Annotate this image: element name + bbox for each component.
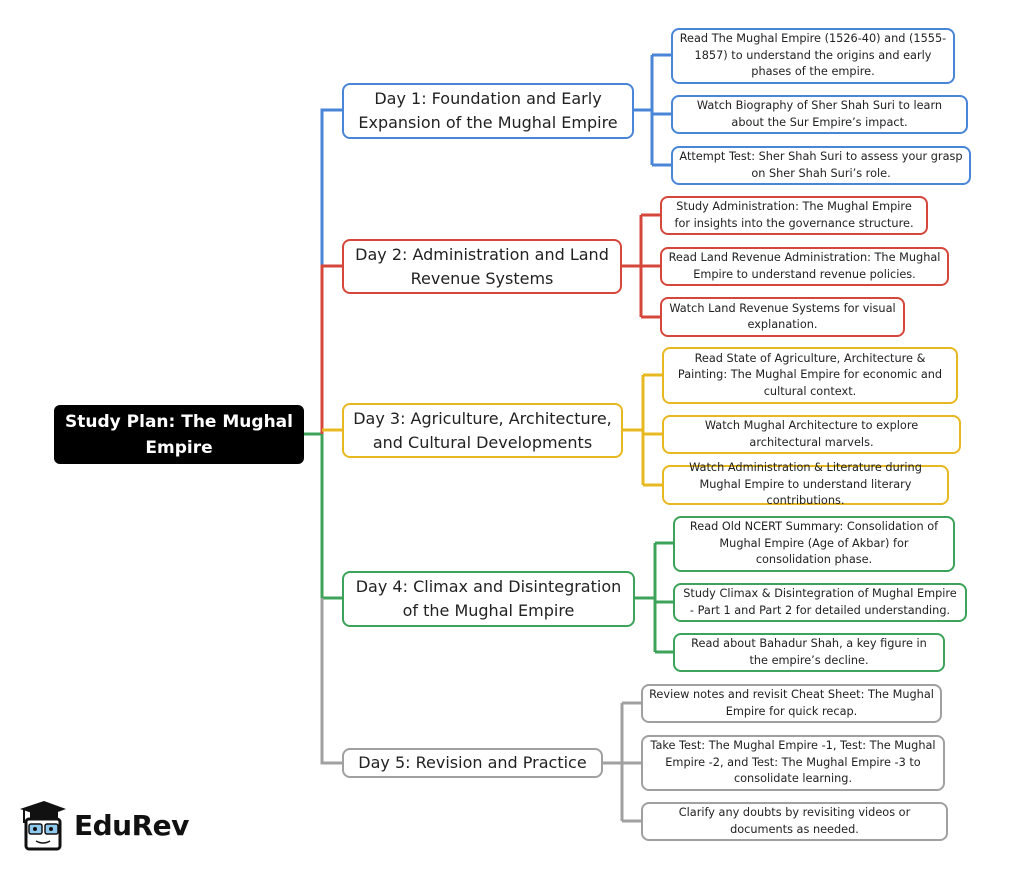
task-text: Clarify any doubts by revisiting videos … [678,806,911,836]
task-text: Review notes and revisit Cheat Sheet: Th… [649,688,934,718]
day1-task-2: Watch Biography of Sher Shah Suri to lea… [671,95,968,134]
task-text: Watch Administration & Literature during… [689,461,922,508]
day1-task-1: Read The Mughal Empire (1526-40) and (15… [671,28,955,84]
connector-day4 [320,434,342,600]
day2-task-3: Watch Land Revenue Systems for visual ex… [660,297,905,337]
day5-node: Day 5: Revision and Practice [342,748,603,778]
connector-day1 [320,108,342,266]
connector-day2 [320,264,342,434]
connector-day1-tasks [633,53,671,167]
connector-day5-tasks [602,701,641,823]
day1-task-3: Attempt Test: Sher Shah Suri to assess y… [671,146,971,185]
task-text: Take Test: The Mughal Empire -1, Test: T… [650,739,936,786]
task-text: Watch Mughal Architecture to explore arc… [704,419,919,449]
graduation-cap-mascot-icon [20,801,66,851]
connector-day5 [320,598,342,765]
day2-node: Day 2: Administration and Land Revenue S… [342,239,622,294]
task-text: Watch Land Revenue Systems for visual ex… [669,301,896,332]
day3-task-1: Read State of Agriculture, Architecture … [662,347,958,404]
day3-title: Day 3: Agriculture, Architecture, and Cu… [353,408,612,452]
connector-day3-tasks [622,373,662,487]
day4-task-1: Read Old NCERT Summary: Consolidation of… [673,516,955,572]
root-node: Study Plan: The Mughal Empire [54,405,304,464]
task-text: Study Climax & Disintegration of Mughal … [683,587,957,617]
task-text: Read about Bahadur Shah, a key figure in… [691,637,927,667]
task-text: Read State of Agriculture, Architecture … [677,351,943,398]
day3-task-3: Watch Administration & Literature during… [662,461,949,507]
day4-task-2: Study Climax & Disintegration of Mughal … [673,583,967,622]
task-text: Study Administration: The Mughal Empire … [674,200,914,230]
day4-title: Day 4: Climax and Disintegration of the … [355,577,622,620]
day2-task-2: Read Land Revenue Administration: The Mu… [660,247,949,286]
day4-node: Day 4: Climax and Disintegration of the … [342,571,635,627]
day2-task-1: Study Administration: The Mughal Empire … [660,196,928,235]
edurev-logo: EduRev [16,795,206,855]
day4-task-3: Read about Bahadur Shah, a key figure in… [673,633,945,672]
day5-task-3: Clarify any doubts by revisiting videos … [641,802,948,841]
day1-title: Day 1: Foundation and Early Expansion of… [358,89,618,132]
logo-text: EduRev [74,808,189,842]
day3-task-2: Watch Mughal Architecture to explore arc… [662,415,961,454]
day3-node: Day 3: Agriculture, Architecture, and Cu… [342,403,623,458]
day5-task-2: Take Test: The Mughal Empire -1, Test: T… [641,735,945,791]
task-text: Read Old NCERT Summary: Consolidation of… [689,520,939,567]
day1-node: Day 1: Foundation and Early Expansion of… [342,83,634,139]
day2-title: Day 2: Administration and Land Revenue S… [355,244,609,288]
day5-task-1: Review notes and revisit Cheat Sheet: Th… [641,684,942,723]
task-text: Attempt Test: Sher Shah Suri to assess y… [679,150,963,180]
day5-title: Day 5: Revision and Practice [358,753,587,772]
task-text: Read The Mughal Empire (1526-40) and (15… [679,32,947,79]
task-text: Watch Biography of Sher Shah Suri to lea… [696,99,943,129]
root-title: Study Plan: The Mughal Empire [65,411,293,458]
connector-day2-tasks [621,213,660,319]
task-text: Read Land Revenue Administration: The Mu… [668,251,941,281]
connector-day4-tasks [634,541,673,654]
